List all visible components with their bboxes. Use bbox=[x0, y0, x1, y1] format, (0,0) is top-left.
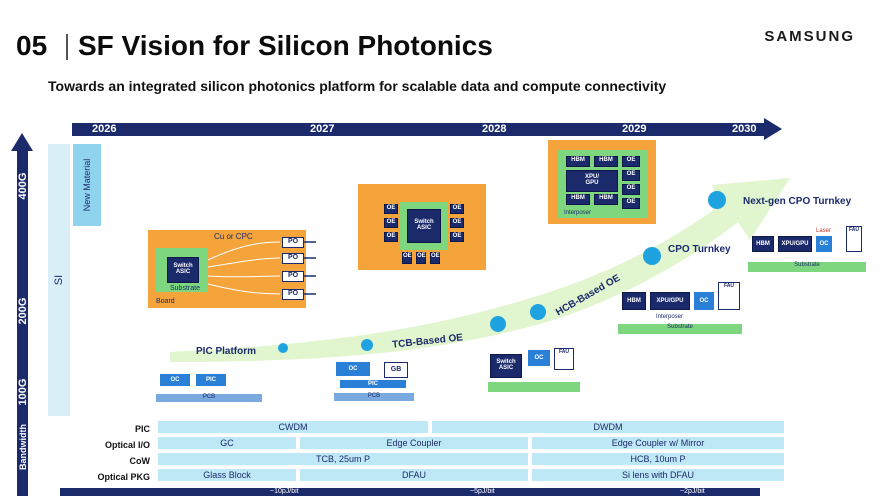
row-label-optical-io: Optical I/O bbox=[104, 440, 150, 450]
new-material-box bbox=[73, 144, 101, 226]
si-material-column bbox=[48, 144, 70, 416]
energy-10: ~10pJ/bit bbox=[270, 488, 299, 495]
pkg4-substrate: Substrate bbox=[618, 324, 742, 334]
cell-pic-cwdm: CWDM bbox=[158, 421, 428, 433]
pkg4-oc: OC bbox=[694, 292, 714, 310]
timeline-arrowhead bbox=[764, 118, 782, 140]
pkg1-oc: OC bbox=[160, 374, 190, 386]
energy-2: ~2pJ/bit bbox=[680, 488, 705, 495]
timeline-year-2028: 2028 bbox=[482, 123, 507, 135]
xpu-oe-2: OE bbox=[622, 170, 640, 181]
cell-pkg-glass: Glass Block bbox=[158, 469, 296, 481]
board-po-3: PO bbox=[282, 271, 304, 282]
pkg5-xpu-gpu: XPU/GPU bbox=[778, 236, 812, 252]
oe-bottom-3: OE bbox=[430, 252, 440, 264]
energy-bar bbox=[60, 488, 760, 496]
pkg2-pic: PIC bbox=[340, 380, 406, 388]
timeline-year-2030: 2030 bbox=[732, 123, 757, 135]
xpu-hbm-2: HBM bbox=[594, 156, 618, 167]
stage-cpo-turnkey: CPO Turnkey bbox=[668, 244, 731, 255]
xpu-gpu-die: XPU/GPU bbox=[566, 170, 618, 192]
pkg5-laser: Laser bbox=[816, 228, 832, 234]
cell-io-gc: GC bbox=[158, 437, 296, 449]
oe-bottom-1: OE bbox=[402, 252, 412, 264]
cell-io-edge: Edge Coupler bbox=[300, 437, 528, 449]
pkg5-fau: FAU bbox=[846, 226, 862, 252]
pkg4-hbm: HBM bbox=[622, 292, 646, 310]
xpu-hbm-3: HBM bbox=[566, 194, 590, 205]
oe-right-2: OE bbox=[450, 218, 464, 228]
board-label: Board bbox=[156, 298, 175, 305]
oe-left-2: OE bbox=[384, 218, 398, 228]
page-subtitle: Towards an integrated silicon photonics … bbox=[48, 78, 667, 94]
xpu-oe-1: OE bbox=[622, 156, 640, 167]
xpu-oe-4: OE bbox=[622, 198, 640, 209]
stage-pic-platform: PIC Platform bbox=[196, 346, 257, 357]
pkg5-substrate: Substrate bbox=[748, 262, 866, 272]
row-label-cow: CoW bbox=[129, 456, 151, 466]
board-substrate-label: Substrate bbox=[170, 285, 200, 292]
oe-right-1: OE bbox=[450, 204, 464, 214]
section-number: 05 bbox=[16, 30, 48, 61]
cell-pkg-dfau: DFAU bbox=[300, 469, 528, 481]
board-po-1: PO bbox=[282, 237, 304, 248]
xpu-hbm-4: HBM bbox=[594, 194, 618, 205]
xpu-oe-3: OE bbox=[622, 184, 640, 195]
pkg2-gb: GB bbox=[384, 362, 408, 378]
pkg3-substrate bbox=[488, 382, 580, 392]
title-divider bbox=[66, 34, 68, 60]
board-cu-cpc-label: Cu or CPC bbox=[214, 232, 253, 241]
oe-left-1: OE bbox=[384, 204, 398, 214]
cell-io-edge-mirror: Edge Coupler w/ Mirror bbox=[532, 437, 784, 449]
oe-right-3: OE bbox=[450, 232, 464, 242]
pkg5-hbm: HBM bbox=[752, 236, 774, 252]
cell-cow-hcb: HCB, 10um P bbox=[532, 453, 784, 465]
pkg3-oc: OC bbox=[528, 350, 550, 366]
timeline-year-2027: 2027 bbox=[310, 123, 335, 135]
xpu-hbm-1: HBM bbox=[566, 156, 590, 167]
energy-5: ~5pJ/bit bbox=[470, 488, 495, 495]
samsung-logo: SAMSUNG bbox=[764, 28, 855, 45]
pkg2-pcb: PCB bbox=[334, 393, 414, 401]
pkg1-pcb: PCB bbox=[156, 394, 262, 402]
pkg4-fau: FAU bbox=[718, 282, 740, 310]
row-label-optical-pkg: Optical PKG bbox=[97, 472, 150, 482]
bandwidth-arrowhead bbox=[11, 133, 33, 151]
oe-left-3: OE bbox=[384, 232, 398, 242]
pkg4-interposer: Interposer bbox=[656, 314, 684, 320]
timeline-year-2026: 2026 bbox=[92, 123, 117, 135]
timeline-year-2029: 2029 bbox=[622, 123, 647, 135]
pkg3-fau: FAU bbox=[554, 348, 574, 370]
board-po-2: PO bbox=[282, 253, 304, 264]
pkg1-pic: PIC bbox=[196, 374, 226, 386]
cell-pic-dwdm: DWDM bbox=[432, 421, 784, 433]
board-po-4: PO bbox=[282, 289, 304, 300]
timeline-bar bbox=[72, 123, 766, 136]
pkg2-oc: OC bbox=[336, 362, 370, 376]
page-title: SF Vision for Silicon Photonics bbox=[78, 30, 493, 61]
pkg5-oc: OC bbox=[816, 236, 832, 252]
bandwidth-axis bbox=[17, 150, 28, 496]
row-label-pic: PIC bbox=[134, 424, 150, 434]
oe-bottom-2: OE bbox=[416, 252, 426, 264]
cell-cow-tcb: TCB, 25um P bbox=[158, 453, 528, 465]
cell-pkg-si-lens: Si lens with DFAU bbox=[532, 469, 784, 481]
stage-next-gen-cpo: Next-gen CPO Turnkey bbox=[743, 196, 852, 207]
xpu-interposer-label: Interposer bbox=[564, 210, 592, 216]
pkg4-xpu-gpu: XPU/GPU bbox=[650, 292, 690, 310]
